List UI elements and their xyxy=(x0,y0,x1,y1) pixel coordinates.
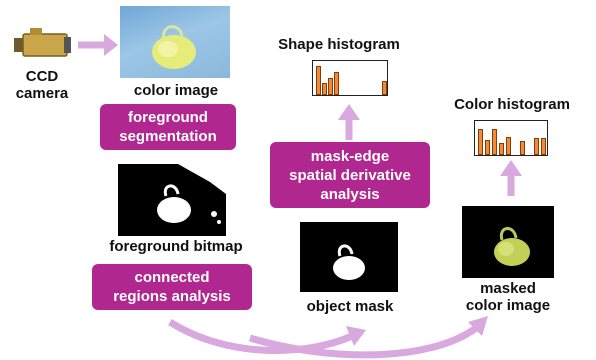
histogram-bar xyxy=(316,66,321,95)
step-connected-regions-text: connected regions analysis xyxy=(113,269,231,305)
histogram-bar xyxy=(541,138,546,155)
histogram-bar xyxy=(534,138,539,155)
camera-label: CCD camera xyxy=(15,68,69,102)
histogram-bar xyxy=(322,83,327,95)
arrow-curve-to-masked-image xyxy=(248,325,479,359)
shape-histogram-chart xyxy=(312,60,388,96)
step-mask-edge-analysis-text: mask-edge spatial derivative analysis xyxy=(289,147,411,203)
masked-color-image-label: masked color image xyxy=(465,280,551,314)
color-histogram-chart xyxy=(474,120,548,156)
histogram-bar xyxy=(506,137,511,155)
step-foreground-segmentation: foreground segmentation xyxy=(100,104,236,150)
histogram-bar xyxy=(499,143,504,155)
color-image-label: color image xyxy=(133,82,219,99)
step-connected-regions: connected regions analysis xyxy=(92,264,252,310)
histogram-bar xyxy=(492,129,497,155)
histogram-bar xyxy=(328,78,333,95)
histogram-bar xyxy=(334,72,339,95)
object-mask-image xyxy=(300,222,398,292)
step-mask-edge-analysis: mask-edge spatial derivative analysis xyxy=(270,142,430,208)
shape-histogram-title: Shape histogram xyxy=(278,36,400,53)
histogram-bar xyxy=(382,81,387,95)
foreground-bitmap-image xyxy=(118,164,226,236)
masked-color-image xyxy=(462,206,554,278)
arrow-curve-to-object-mask xyxy=(168,319,354,355)
histogram-bar xyxy=(478,129,483,155)
step-foreground-segmentation-text: foreground segmentation xyxy=(119,109,217,145)
color-image xyxy=(120,6,230,78)
object-mask-label: object mask xyxy=(306,298,394,315)
color-histogram-title: Color histogram xyxy=(454,96,570,113)
histogram-bar xyxy=(485,140,490,155)
ccd-camera-icon xyxy=(14,28,72,60)
histogram-bar xyxy=(520,141,525,155)
foreground-bitmap-label: foreground bitmap xyxy=(109,238,243,255)
